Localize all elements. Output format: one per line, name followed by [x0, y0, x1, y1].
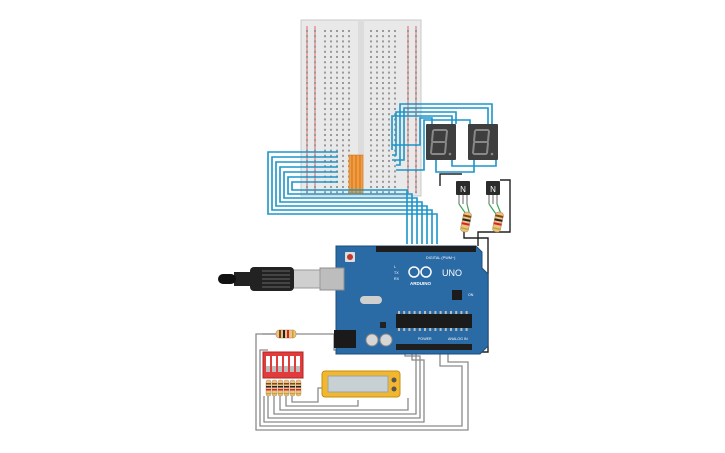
wire-green[interactable]: [488, 203, 497, 215]
wire-grey[interactable]: [279, 396, 409, 411]
wire-blue[interactable]: [279, 166, 423, 244]
wire-grey[interactable]: [285, 396, 359, 407]
usb-cable[interactable]: [218, 267, 321, 291]
black-wires[interactable]: [439, 173, 511, 353]
wire-black[interactable]: [463, 232, 489, 353]
wire-blue[interactable]: [435, 160, 475, 173]
wire-grey[interactable]: [291, 387, 326, 403]
wire-grey[interactable]: [259, 346, 463, 427]
breadboard-jumper-block: [348, 154, 364, 194]
lcd-display[interactable]: [321, 370, 401, 398]
transistor-1[interactable]: N: [456, 181, 470, 204]
wire-grey[interactable]: [273, 350, 417, 415]
wire-blue[interactable]: [271, 156, 433, 244]
l-label: L: [394, 265, 396, 269]
wire-black[interactable]: [477, 179, 511, 246]
chip-pins: [398, 311, 468, 331]
resistor-transistor-1[interactable]: [460, 211, 472, 233]
resistor-dip[interactable]: [271, 379, 278, 397]
brand-label: ARDUINO: [410, 281, 431, 286]
wire-blue[interactable]: [392, 107, 489, 161]
wire-blue[interactable]: [267, 151, 438, 244]
power-label: POWER: [418, 337, 432, 341]
wire-black[interactable]: [439, 173, 462, 186]
resistor-dip[interactable]: [277, 379, 284, 397]
resistor-horizontal[interactable]: [262, 329, 300, 339]
resistor-transistor-2[interactable]: [492, 211, 504, 233]
wire-blue[interactable]: [275, 161, 428, 244]
dip-switch-slots: [266, 356, 300, 372]
wire-blue[interactable]: [283, 171, 418, 244]
transistor-label: N: [490, 185, 496, 194]
wire-blue[interactable]: [287, 176, 413, 244]
arduino-uno-board[interactable]: UNO ARDUINO DIGITAL (PWM~) POWER ANALOG …: [319, 245, 489, 355]
blue-wires[interactable]: [267, 103, 497, 244]
rx-label: RX: [394, 277, 400, 281]
analog-label: ANALOG IN: [448, 337, 468, 341]
wire-blue[interactable]: [291, 181, 408, 244]
resistor-dip[interactable]: [289, 379, 296, 397]
resistor-dip[interactable]: [283, 379, 290, 397]
dip-switch[interactable]: [262, 351, 304, 379]
tx-label: TX: [394, 271, 399, 275]
wire-grey[interactable]: [263, 346, 425, 423]
dip-resistors[interactable]: [265, 379, 302, 397]
on-label: ON: [468, 293, 474, 297]
wire-blue[interactable]: [396, 119, 471, 171]
arduino-logo: [408, 266, 432, 278]
model-label: UNO: [442, 268, 462, 278]
wire-blue[interactable]: [392, 111, 457, 156]
digital-label: DIGITAL (PWM~): [426, 256, 456, 260]
wire-grey[interactable]: [255, 333, 469, 431]
seven-segment-display-1[interactable]: [426, 124, 456, 160]
resistor-dip[interactable]: [265, 379, 272, 397]
transistor-label: N: [460, 185, 466, 194]
resistor-dip[interactable]: [295, 379, 302, 397]
transistor-2[interactable]: N: [486, 181, 500, 204]
seven-segment-display-2[interactable]: [468, 124, 498, 160]
wire-blue[interactable]: [396, 103, 493, 166]
